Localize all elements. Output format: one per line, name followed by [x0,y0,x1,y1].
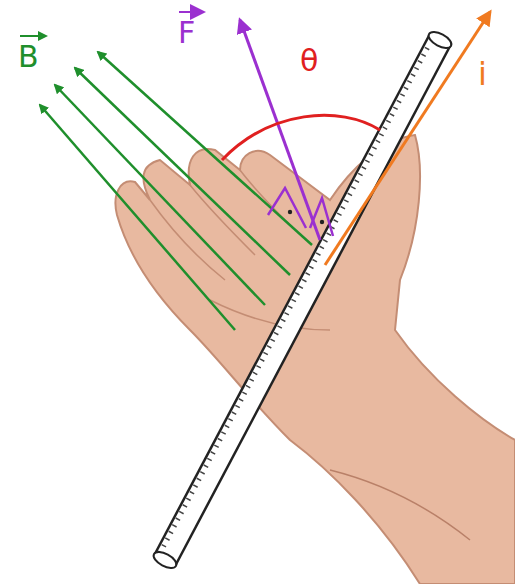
conductor-rod [151,29,454,571]
vector-arrow [20,35,46,37]
angle-label: θ [300,46,318,76]
current-label: i [478,58,487,90]
angle-dot [288,210,292,214]
angle-dot [320,220,324,224]
force-label: F [178,18,195,48]
vector-arrow [179,11,203,13]
angle-arc [222,115,380,160]
field-lines [40,52,312,330]
right-angle-marks [268,188,333,236]
force-arrow [240,20,320,240]
current-arrow [325,12,490,265]
field-label: B [18,42,39,72]
